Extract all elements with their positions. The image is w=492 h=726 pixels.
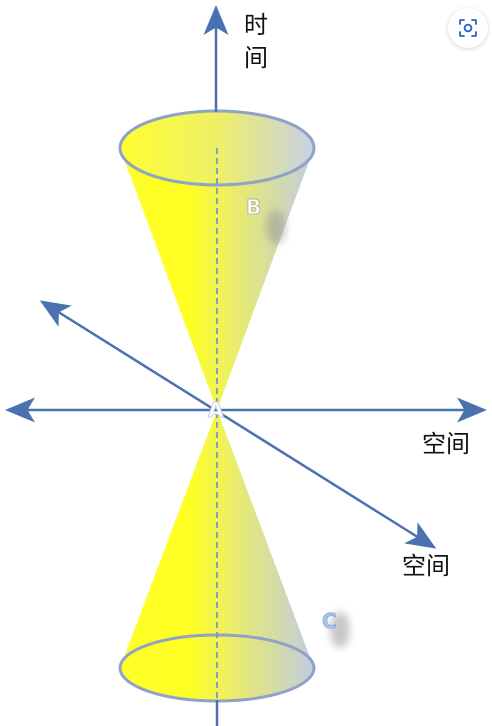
point-a-label: A bbox=[208, 398, 224, 422]
visual-search-button[interactable] bbox=[448, 8, 488, 48]
time-axis-label-line1: 时 bbox=[244, 11, 268, 39]
space-axis-horizontal-label: 空间 bbox=[422, 430, 470, 458]
point-c-label: C bbox=[322, 609, 337, 633]
space-axis-diagonal bbox=[39, 300, 437, 549]
time-axis-label-line2: 间 bbox=[244, 44, 268, 72]
visual-search-icon bbox=[459, 19, 477, 37]
label-c-shadow bbox=[330, 612, 350, 648]
space-axis-diagonal-label: 空间 bbox=[402, 552, 450, 580]
point-b-label: B bbox=[246, 195, 261, 219]
label-b-shadow bbox=[266, 210, 286, 244]
